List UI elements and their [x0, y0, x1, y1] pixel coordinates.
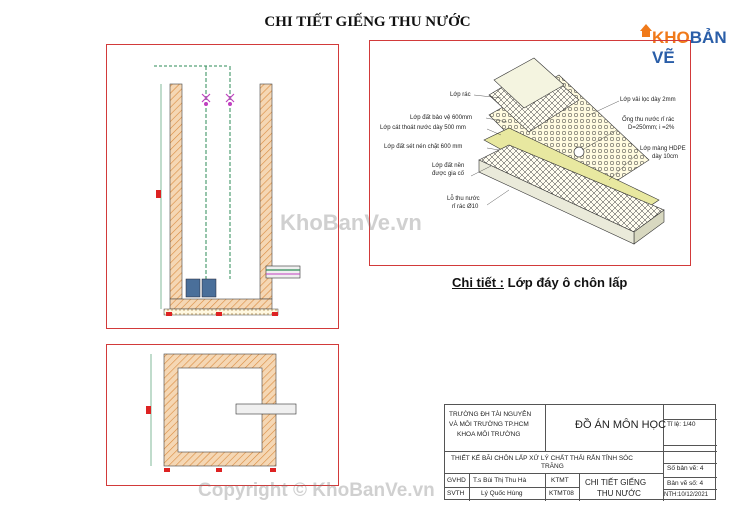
detail-caption: Chi tiết : Lớp đáy ô chôn lấp	[452, 275, 627, 290]
drawing-title: CHI TIẾT GIẾNG THU NƯỚC	[264, 14, 471, 30]
drawing-name-1: CHI TIẾT GIẾNG	[585, 478, 647, 487]
project-title: ĐỒ ÁN MÔN HỌC	[575, 419, 667, 431]
label-lop-dat-nen-1: Lớp đất nền	[432, 163, 465, 169]
kmt-2: KTMT08	[549, 490, 574, 497]
svth-name: Lý Quốc Hùng	[481, 490, 523, 497]
label-ong-thu-2: D=250mm; i =2%	[628, 125, 675, 131]
label-lo-thu-nuoc-1: Lỗ thu nước	[447, 196, 480, 202]
gvhd-name: T.s Bùi Thị Thu Hà	[473, 477, 527, 484]
school-line-3: KHOA MÔI TRƯỜNG	[457, 431, 521, 438]
school-line-2: VÀ MÔI TRƯỜNG TP.HCM	[449, 421, 529, 428]
well-plan-drawing	[146, 353, 297, 472]
logo-part-1: KHO	[652, 28, 690, 47]
drawing-name-2: THU NƯỚC	[597, 489, 641, 498]
label-lop-dat-nen-2: được gia cố	[432, 171, 464, 177]
section-view-frame	[106, 44, 339, 329]
label-lop-mang-1: Lớp màng HDPE	[640, 146, 686, 152]
label-lop-cat-thoat-nuoc: Lớp cát thoát nước dày 500 mm	[380, 125, 466, 131]
gvhd-label: GVHD	[447, 477, 466, 484]
label-lop-mang-2: dày 10cm	[652, 154, 679, 160]
label-ong-thu-1: Ống thu nước rỉ rác	[622, 117, 675, 123]
liner-layers-drawing	[470, 57, 665, 245]
logo-part-2: BẢN VẼ	[652, 28, 727, 67]
kmt-1: KTMT	[551, 477, 569, 484]
label-lop-vai-loc: Lớp vải lọc dày 2mm	[620, 97, 676, 103]
watermark-center: KhoBanVe.vn	[280, 210, 422, 235]
scale: Tỉ lệ: 1/40	[667, 421, 696, 428]
date: NTH:10/12/2021	[664, 492, 709, 498]
school-line-1: TRƯỜNG ĐH TÀI NGUYÊN	[449, 411, 532, 418]
label-lop-dat-set: Lớp đất sét nén chặt 600 mm	[384, 144, 463, 150]
title-block: TRƯỜNG ĐH TÀI NGUYÊN VÀ MÔI TRƯỜNG TP.HC…	[444, 404, 717, 501]
svth-label: SVTH	[447, 490, 465, 497]
label-lop-dat-bao-ve: Lớp đất bảo vệ 600mm	[410, 115, 472, 121]
well-section-drawing	[154, 65, 301, 316]
label-lo-thu-nuoc-2: rỉ rác Ø10	[452, 204, 479, 210]
plan-view-frame	[106, 344, 339, 486]
sheet-number: Số bản vẽ: 4	[667, 465, 704, 472]
caption-text: Lớp đáy ô chôn lấp	[507, 275, 628, 290]
liner-detail-frame	[369, 40, 691, 266]
label-lop-rac: Lớp rác	[450, 92, 471, 98]
house-icon	[640, 24, 652, 37]
caption-prefix: Chi tiết :	[452, 275, 504, 290]
watermark-bottom: Copyright © KhoBanVe.vn	[198, 480, 435, 501]
logo: KHOBẢN VẼ	[640, 22, 730, 67]
design-line-1: THIẾT KẾ BÃI CHÔN LẤP XỬ LÝ CHẤT THẢI RẮ…	[451, 455, 633, 462]
design-line-2: TRĂNG	[541, 463, 564, 470]
sheet-label: Bản vẽ số: 4	[667, 480, 704, 487]
